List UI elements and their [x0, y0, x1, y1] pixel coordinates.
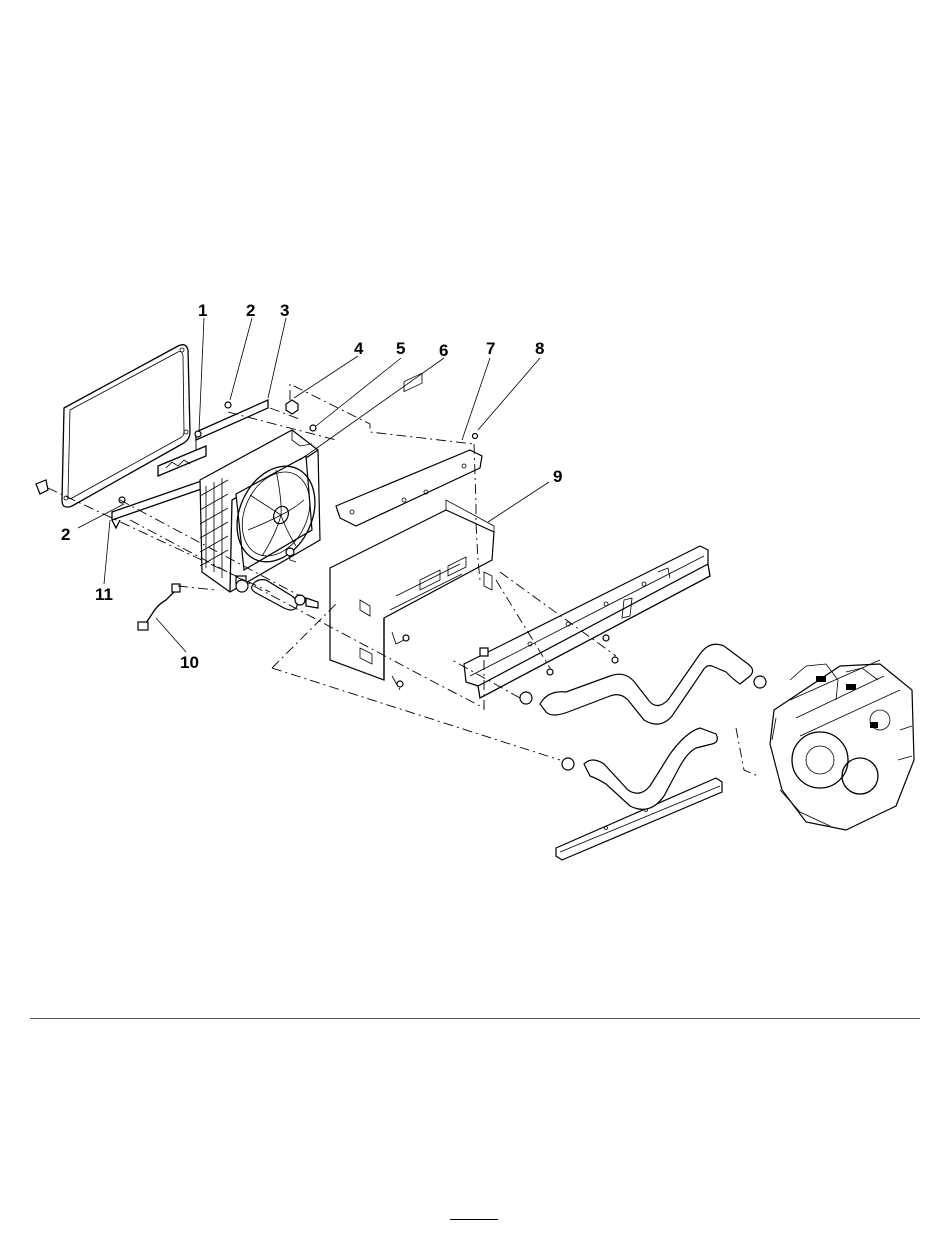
callout-7: 7 — [486, 339, 495, 358]
callout-10: 10 — [180, 653, 199, 672]
callout-1: 1 — [198, 301, 207, 320]
engine-assembly — [770, 660, 914, 830]
bottom-bracket-strip — [112, 478, 210, 528]
callout-2-top: 2 — [246, 301, 255, 320]
callout-2-bottom: 2 — [61, 525, 70, 544]
callout-8: 8 — [535, 339, 544, 358]
callout-3: 3 — [280, 301, 289, 320]
callout-6: 6 — [439, 341, 448, 360]
callout-5: 5 — [396, 339, 405, 358]
callout-4: 4 — [354, 339, 364, 358]
callout-9: 9 — [553, 467, 562, 486]
radiator-seal-frame — [62, 345, 190, 507]
top-cover-plate — [336, 450, 482, 526]
frame-rail — [464, 546, 710, 698]
lower-frame-rail — [556, 778, 722, 860]
radiator-lower-hose — [252, 580, 318, 610]
wire-harness — [138, 584, 180, 630]
footer-divider — [30, 1018, 920, 1019]
page-number-underline — [450, 1219, 498, 1220]
edge-clip — [36, 480, 48, 494]
callout-11: 11 — [95, 585, 113, 604]
upper-radiator-hose — [520, 644, 766, 724]
